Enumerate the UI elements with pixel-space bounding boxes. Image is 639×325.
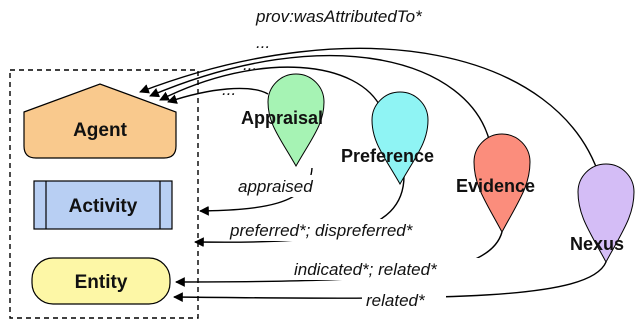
agent-node[interactable] [23,83,177,159]
ellipsis-1: ... [256,33,270,52]
agent-label: Agent [73,120,128,141]
evidence-marker[interactable] [473,133,531,234]
ellipsis-3: ... [222,80,236,99]
preferred-label: preferred*; dispreferred* [229,221,414,240]
related-label: related* [366,291,426,310]
related-label-bg [362,290,446,312]
activity-node[interactable] [33,180,173,230]
indicated-label: indicated*; related* [294,260,438,279]
entity-label: Entity [75,272,128,293]
nexus-label: Nexus [570,234,624,254]
preference-label: Preference [341,146,434,166]
entity-node[interactable] [31,257,171,305]
attribution-arc-appraisal [167,87,269,104]
attribution-label: prov:wasAttributedTo* [255,7,423,26]
appraised-label: appraised [238,177,313,196]
nexus-marker[interactable] [577,163,635,264]
preferred-label-bg [226,219,472,241]
prov-core-group-box [9,69,199,319]
activity-label: Activity [69,196,138,217]
appraised-label-bg [234,175,332,197]
appraisal-marker[interactable] [267,73,325,168]
indicated-label-bg [290,258,482,280]
preference-marker[interactable] [371,91,429,186]
ellipsis-2: ... [243,55,257,74]
edge-related [173,261,607,302]
attribution-arc-evidence [149,54,491,144]
attribution-arc-preference [159,66,383,111]
attribution-arc-nexus [139,47,601,179]
evidence-label: Evidence [456,176,535,196]
appraisal-label: Appraisal [241,108,323,128]
